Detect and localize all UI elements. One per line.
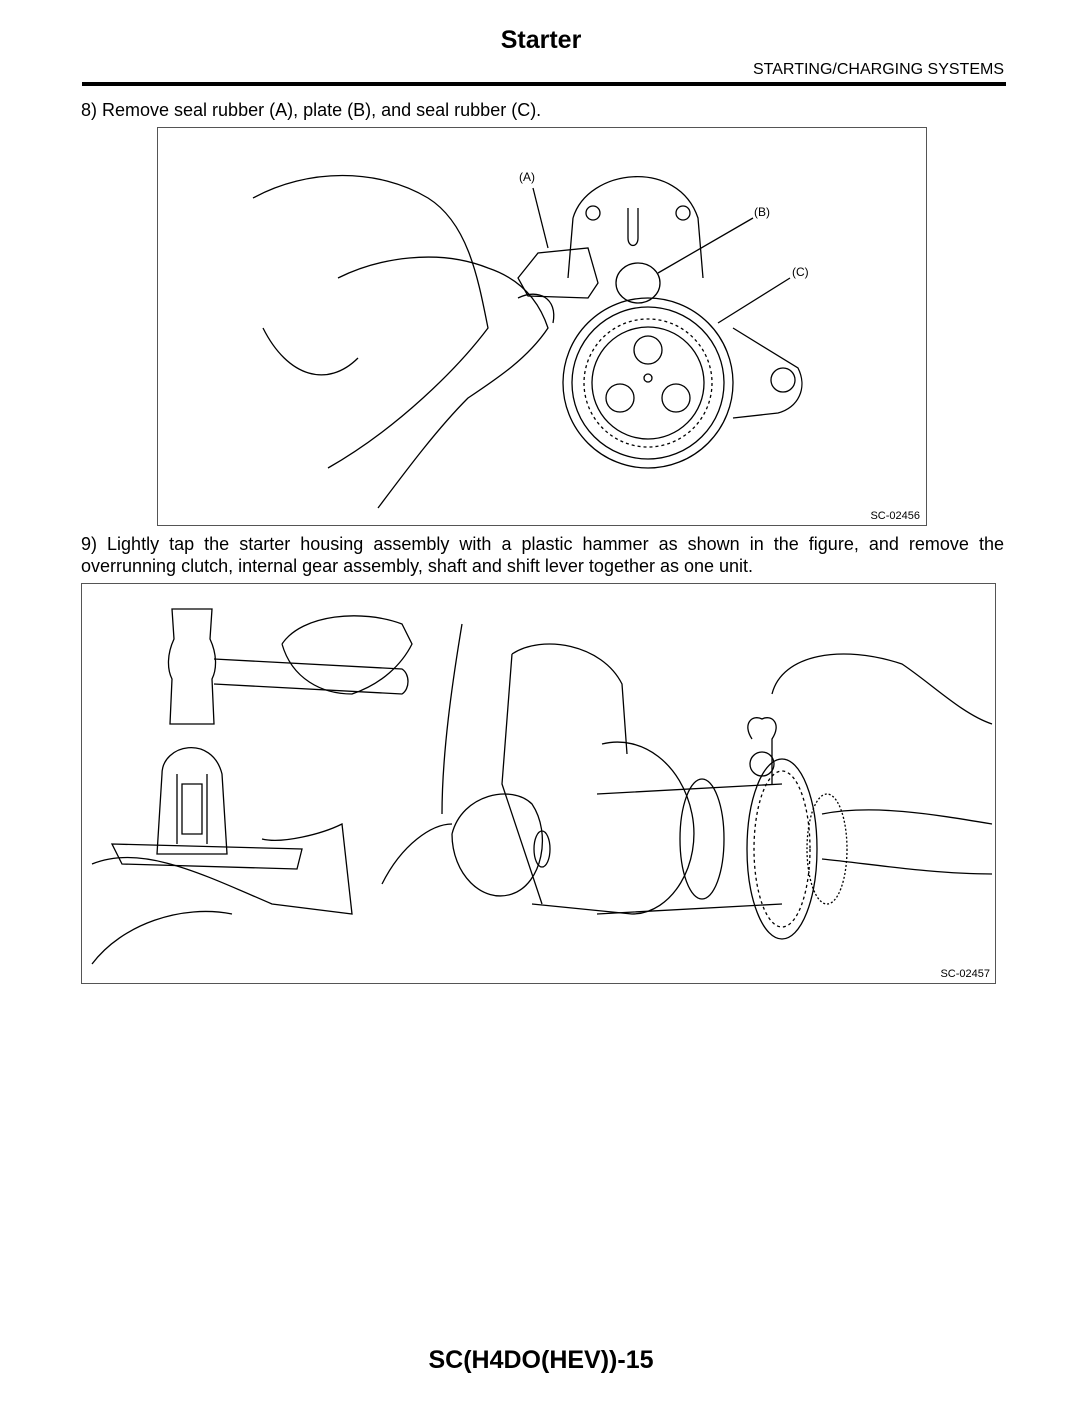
callout-c: (C)	[792, 265, 809, 279]
figure-remove-seal-rubber: (A) (B) (C) SC-02456	[157, 127, 927, 526]
figure-id: SC-02457	[940, 968, 990, 980]
header-rule	[82, 82, 1006, 86]
callout-a: (A)	[519, 170, 535, 184]
starter-seal-illustration	[252, 174, 803, 509]
step-8-text: 8) Remove seal rubber (A), plate (B), an…	[81, 100, 542, 120]
figure-tap-housing: SC-02457	[81, 583, 996, 984]
section-header: STARTING/CHARGING SYSTEMS	[753, 61, 1004, 78]
starter-housing-illustration	[91, 608, 993, 965]
step-9-text: 9) Lightly tap the starter housing assem…	[81, 534, 1004, 576]
page-title: Starter	[500, 26, 582, 54]
figure-id: SC-02456	[870, 510, 920, 522]
page-number: SC(H4DO(HEV))-15	[428, 1346, 654, 1374]
callout-b: (B)	[754, 205, 770, 219]
